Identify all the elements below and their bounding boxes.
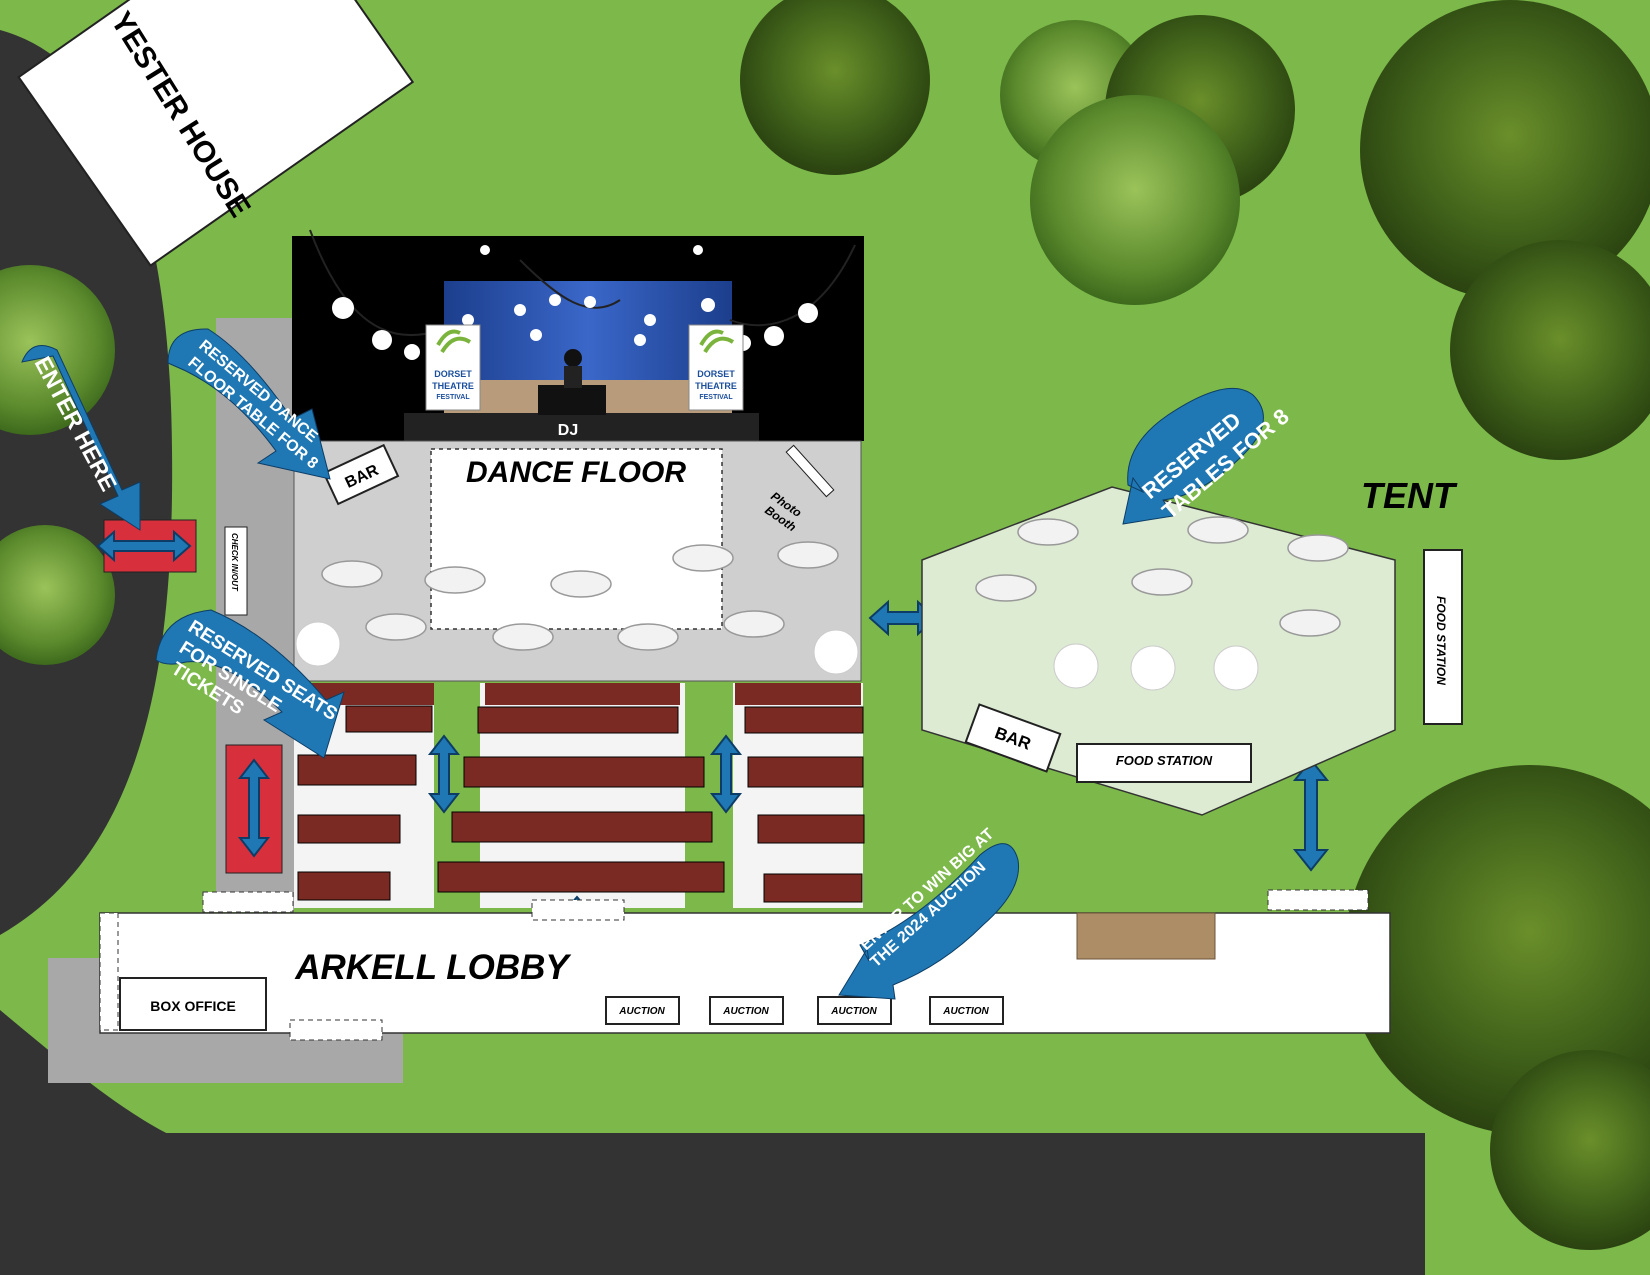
stage-sign-right-line3: FESTIVAL — [699, 394, 733, 401]
box-office-label: BOX OFFICE — [150, 998, 236, 1014]
dj-label: DJ — [558, 422, 578, 439]
tent-tables[interactable] — [975, 516, 1349, 637]
road-bottom — [0, 1133, 1425, 1275]
road-left — [0, 30, 173, 935]
tent-bar[interactable]: BAR — [964, 703, 1062, 773]
callout-reserved-tables: RESERVED TABLES FOR 8 — [1122, 387, 1294, 525]
side-food-station-label: FOOD STATION — [1434, 596, 1448, 685]
check-in-out-desk[interactable] — [224, 526, 248, 616]
photo-booth[interactable] — [785, 444, 835, 498]
stage-sign-right-line2: THEATRE — [695, 381, 737, 391]
auction-label-2: AUCTION — [722, 1006, 769, 1017]
box-office[interactable]: BOX OFFICE — [119, 977, 267, 1031]
road-bottom-left — [0, 1010, 170, 1135]
callout-auction: ENTER TO WIN BIG AT THE 2024 AUCTION — [838, 825, 1020, 1000]
stage-sign-left-line3: FESTIVAL — [436, 394, 470, 401]
stage-sign-left-line2: THEATRE — [432, 381, 474, 391]
lobby-counter[interactable] — [1076, 912, 1216, 960]
auction-table-4[interactable]: AUCTION — [929, 996, 1004, 1025]
dance-floor-label: DANCE FLOOR — [466, 456, 686, 489]
cocktail-table-left[interactable] — [295, 621, 341, 667]
lobby-door-right[interactable] — [1267, 889, 1369, 911]
auction-label-1: AUCTION — [618, 1006, 665, 1017]
stage-sign-right-line1: DORSET — [697, 369, 735, 379]
auction-label-3: AUCTION — [830, 1006, 877, 1017]
lobby-door-bottom[interactable] — [289, 1019, 383, 1041]
dance-bar[interactable]: BAR — [322, 443, 400, 506]
tent-cocktail-2[interactable] — [1130, 645, 1176, 691]
auction-table-3[interactable]: AUCTION — [817, 996, 892, 1025]
auction-table-2[interactable]: AUCTION — [709, 996, 784, 1025]
lobby-door-left[interactable] — [99, 912, 119, 1031]
tent-food-station[interactable]: FOOD STATION — [1076, 743, 1252, 783]
cocktail-table-right[interactable] — [813, 629, 859, 675]
stage-sign-right[interactable]: DORSET THEATRE FESTIVAL — [688, 324, 744, 411]
seating[interactable] — [294, 683, 865, 908]
dance-tables[interactable] — [321, 541, 839, 651]
stage-sign-left-line1: DORSET — [434, 369, 472, 379]
side-food-station[interactable]: FOOD STATION — [1423, 549, 1463, 725]
lobby-door-top-mid[interactable] — [531, 899, 625, 921]
stage — [292, 229, 864, 441]
tent-cocktail-1[interactable] — [1053, 643, 1099, 689]
stage-sign-left[interactable]: DORSET THEATRE FESTIVAL — [425, 324, 481, 411]
tent-cocktail-3[interactable] — [1213, 645, 1259, 691]
check-in-out-label: CHECK IN/OUT — [230, 533, 239, 592]
dance-floor[interactable] — [430, 448, 723, 630]
auction-table-1[interactable]: AUCTION — [605, 996, 680, 1025]
tent-food-station-label: FOOD STATION — [1116, 753, 1213, 768]
yester-house — [17, 0, 415, 267]
arkell-lobby-label: ARKELL LOBBY — [294, 948, 571, 987]
tent-label: TENT — [1361, 475, 1458, 516]
auction-label-4: AUCTION — [942, 1006, 989, 1017]
lobby-door-top-left[interactable] — [202, 891, 294, 913]
direction-arrows — [96, 529, 1330, 949]
